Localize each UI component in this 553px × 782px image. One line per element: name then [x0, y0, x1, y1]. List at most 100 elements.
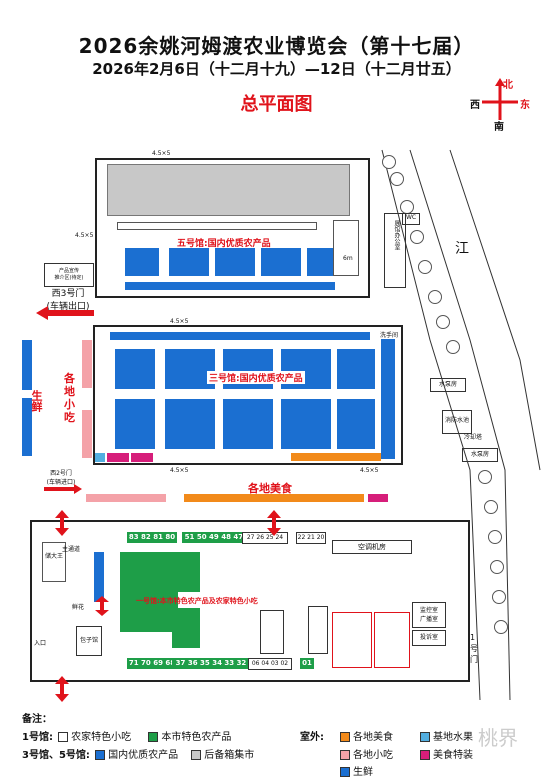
legend-o5: 生鲜 [340, 763, 373, 778]
hall5-top-row [117, 222, 317, 230]
legend-heading: 备注： [22, 714, 52, 725]
hall1-row-top3: 27 26 25 24 [242, 532, 288, 544]
hall1-row-top: 83 82 81 80 [127, 532, 177, 543]
hall3-right-column [381, 339, 395, 459]
food-strip-left [86, 494, 166, 502]
hall3-dim-bottom-right: 4.5×5 [360, 467, 379, 474]
compass-east: 东 [520, 100, 530, 111]
hall1-row-top2: 51 50 49 48 47 46 [182, 532, 258, 543]
door-arrow-icon [267, 510, 281, 536]
hall5-dim-left: 4.5×5 [75, 232, 94, 239]
hall3-dim-bottom-left: 4.5×5 [170, 467, 189, 474]
hall1-row-top4: 22 21 20 [296, 532, 326, 544]
legend-outdoor: 室外: [300, 732, 324, 743]
snacks-column [82, 340, 92, 460]
legend-hall35-b: 后备箱集市 [204, 750, 255, 761]
hall5-block [215, 248, 255, 276]
hall3-block [337, 399, 375, 449]
legend-o2-text: 基地水果 [433, 732, 473, 743]
hall3-toilet: 洗手间 [380, 332, 399, 339]
hall3-block [115, 349, 155, 389]
hall3-block [165, 399, 215, 449]
cooling-tower: 冷却塔 [463, 434, 482, 441]
exit-arrow-icon [36, 306, 94, 320]
tree [428, 290, 442, 304]
hall1-green-block [172, 608, 200, 648]
hall5-label: 五号馆:国内优质农产品 [177, 239, 271, 249]
legend-o3-text: 各地小吃 [353, 750, 393, 761]
legend-hall1-a: 农家特色小吃 [71, 732, 132, 743]
complaint-room: 投诉室 [412, 630, 446, 646]
page-title: 2026余姚河姆渡农业博览会（第十七届） [78, 34, 475, 58]
legend-o4-text: 美食特装 [433, 750, 473, 761]
compass-cross-icon [482, 78, 518, 120]
legend-o2: 基地水果 [420, 728, 473, 743]
hall-3: 洗手间 三号馆:国内优质农产品 [93, 325, 403, 465]
hall5-dim-side: 6m [343, 255, 353, 262]
hall1-pink-room [374, 612, 410, 668]
tree [484, 500, 498, 514]
river-label: 江 [455, 241, 469, 257]
tree [410, 230, 424, 244]
tree [494, 620, 508, 634]
west2-gate: 西2号门 (车辆进口) [40, 468, 82, 486]
door-arrow-icon [55, 676, 69, 702]
tree [382, 155, 396, 169]
legend-o3: 各地小吃 [340, 746, 393, 761]
baozi-shop: 包子馆 [76, 626, 102, 656]
hall3-block [281, 399, 331, 449]
hall5-block [125, 248, 159, 276]
hall1-white-block [308, 606, 328, 654]
hall5-side-room [333, 220, 359, 276]
legend-hall35-a: 国内优质农产品 [108, 750, 179, 761]
fresh-label: 生鲜 [30, 390, 43, 412]
hall3-block [115, 399, 155, 449]
hall1-row-bottom: 71 70 69 68 [127, 658, 177, 669]
hall1-blue-column [94, 552, 104, 602]
map-subtitle: 总平面图 [240, 94, 313, 115]
hall3-bottom-strip [95, 453, 395, 463]
monitor-room: 监控室 广播室 [412, 602, 446, 628]
food-strip-end [368, 494, 388, 502]
watermark: 桃界 [478, 726, 518, 750]
hall5-bottom-row [125, 282, 335, 290]
wc: WC [402, 213, 420, 225]
gate-1: 1号门 [470, 633, 478, 664]
hall1-green-block [120, 552, 152, 632]
exhibit-office: 展馆办公室 [384, 213, 406, 288]
hall5-block [169, 248, 209, 276]
hall3-top-row [110, 332, 370, 340]
legend-swatch-gray [191, 750, 202, 760]
legend-hall1: 1号馆: 农家特色小吃 本市特色农产品 [22, 728, 231, 743]
broadcast-label: 广播室 [419, 616, 438, 623]
food-label: 各地美食 [248, 482, 292, 495]
tree [436, 315, 450, 329]
tree [492, 590, 506, 604]
food-strip-right [184, 494, 364, 502]
legend-o4: 美食特装 [420, 746, 473, 761]
hall5-dim-top: 4.5×5 [152, 150, 171, 157]
hall-5: 五号馆:国内优质农产品 6m [95, 158, 370, 298]
legend-o1: 各地美食 [340, 728, 393, 743]
hall1-row-bottom3: 06 04 03 02 [248, 658, 292, 670]
legend-swatch-green [148, 732, 159, 742]
tree [418, 260, 432, 274]
compass: 北 西 东 南 [470, 76, 530, 133]
hvac-room: 空调机房 [332, 540, 412, 554]
west3-label: 西3号门 [51, 289, 85, 299]
event-dates: 2026年2月6日（十二月十九）—12日（十二月廿五） [92, 60, 461, 78]
hall3-block [223, 399, 273, 449]
store-room: 储大王 [42, 542, 66, 582]
tree [488, 530, 502, 544]
hall3-block [165, 349, 215, 389]
door-arrow-icon [95, 596, 109, 616]
hall3-dim-top: 4.5×5 [170, 318, 189, 325]
entrance-label: 入口 [34, 640, 47, 647]
legend-hall1-label: 1号馆: [22, 732, 53, 743]
tree [478, 470, 492, 484]
hall1-label: 一号馆:本市特色农产品及农家特色小吃 [136, 597, 258, 605]
fire-pool: 消防水池 [442, 410, 472, 434]
compass-north: 北 [503, 80, 513, 91]
hall3-label: 三号馆:国内优质农产品 [207, 371, 305, 384]
pump-room: 水泵房 [430, 378, 466, 392]
